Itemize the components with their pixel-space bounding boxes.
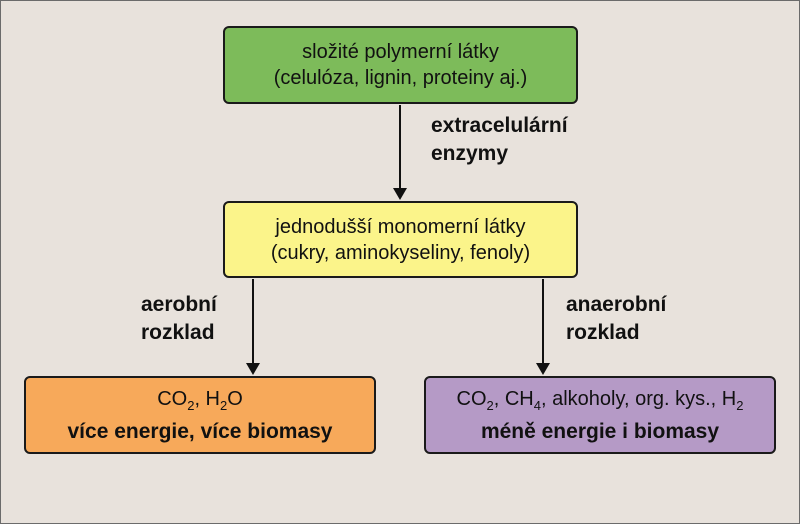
extracellular-label-line2: enzymy (431, 142, 509, 165)
simple-monomers-box: jednodušší monomerní látky (cukry, amino… (223, 201, 578, 278)
aerobic-decomposition-label: aerobní rozklad (141, 291, 217, 347)
simple-monomers-examples: (cukry, aminokyseliny, fenoly) (270, 241, 531, 264)
anaerobic-label-line2: rozklad (566, 321, 640, 344)
complex-polymers-box: složité polymerní látky (celulóza, ligni… (223, 26, 578, 104)
extracellular-label-line1: extracelulární (431, 114, 568, 137)
complex-polymers-title: složité polymerní látky (302, 41, 499, 63)
anaerobic-products-summary: méně energie i biomasy (480, 419, 720, 443)
simple-monomers-title: jednodušší monomerní látky (275, 215, 526, 238)
complex-polymers-examples: (celulóza, lignin, proteiny aj.) (273, 67, 528, 89)
aerobic-products-box: CO2, H2O více energie, více biomasy (24, 376, 376, 454)
aerobic-products-formula: CO2, H2O (157, 387, 243, 413)
anaerobic-decomposition-label: anaerobní rozklad (566, 291, 666, 347)
anaerobic-products-formula: CO2, CH4, alkoholy, org. kys., H2 (456, 387, 744, 413)
anaerobic-label-line1: anaerobní (566, 293, 667, 316)
aerobic-products-summary: více energie, více biomasy (67, 419, 333, 443)
aerobic-label-line2: rozklad (141, 321, 215, 344)
aerobic-label-line1: aerobní (141, 293, 217, 316)
extracellular-enzymes-label: extracelulární enzymy (431, 112, 568, 168)
anaerobic-products-box: CO2, CH4, alkoholy, org. kys., H2 méně e… (424, 376, 776, 454)
